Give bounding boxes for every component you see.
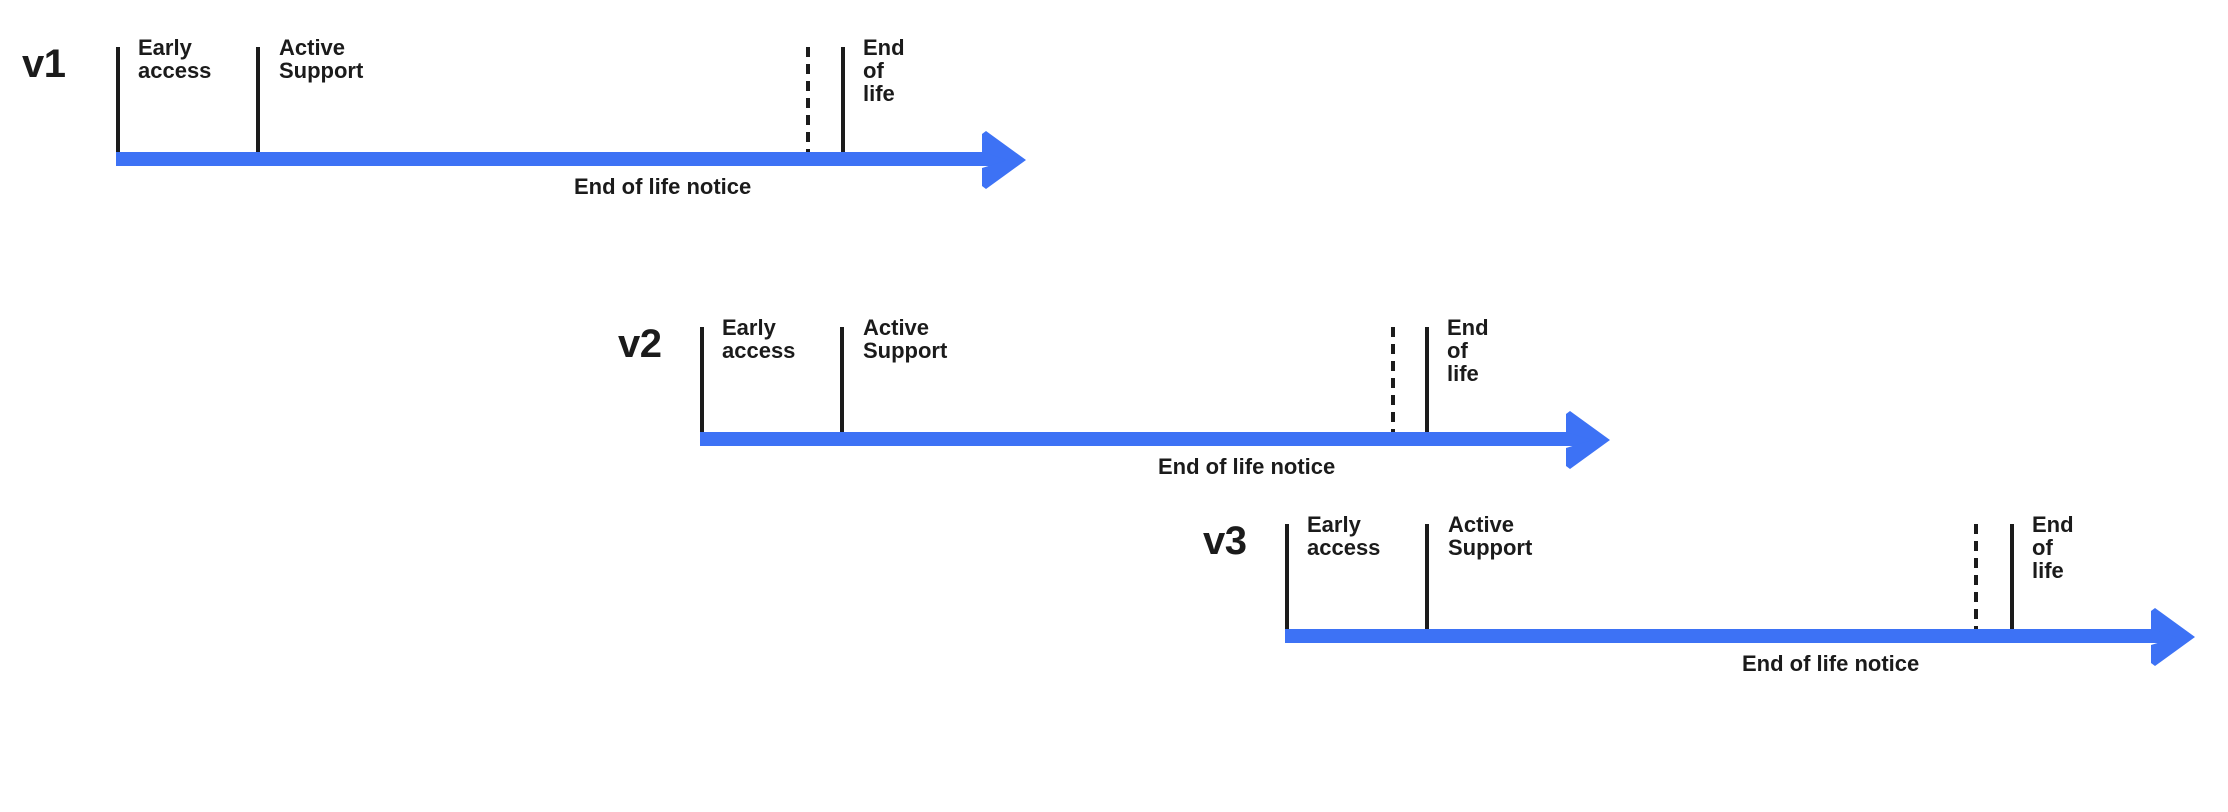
- phase-label-active-support-v2: Active Support: [863, 315, 948, 363]
- phase-label-end-of-life-v3: End of life: [2032, 512, 2074, 583]
- phase-divider-end-of-life-v2: [1425, 327, 1429, 432]
- phase-divider-start-v1: [116, 47, 120, 152]
- notice-label-v3: End of life notice: [1742, 651, 1920, 676]
- timeline-arrow-head-v2: [1562, 411, 1610, 469]
- phase-divider-start-v2: [700, 327, 704, 432]
- end-of-life-notice-marker-v3: [1974, 524, 1978, 629]
- version-label-v1: v1: [22, 42, 66, 86]
- timeline-arrow-head-v1: [978, 131, 1026, 189]
- phase-divider-end-of-life-v3: [2010, 524, 2014, 629]
- version-label-v3: v3: [1203, 519, 1247, 563]
- phase-divider-end-of-life-v1: [841, 47, 845, 152]
- phase-label-early-access-v1: Early access: [138, 35, 212, 83]
- notice-label-v1: End of life notice: [574, 174, 752, 199]
- version-label-v2: v2: [618, 322, 662, 366]
- phase-divider-active-support-v2: [840, 327, 844, 432]
- notice-label-v2: End of life notice: [1158, 454, 1336, 479]
- phase-label-early-access-v3: Early access: [1307, 512, 1381, 560]
- end-of-life-notice-marker-v2: [1391, 327, 1395, 432]
- phase-label-end-of-life-v2: End of life: [1447, 315, 1489, 386]
- timeline-bar-v2: [700, 432, 1598, 446]
- timeline-arrow-head-v3: [2147, 608, 2195, 666]
- phase-divider-active-support-v3: [1425, 524, 1429, 629]
- phase-label-active-support-v3: Active Support: [1448, 512, 1533, 560]
- phase-divider-start-v3: [1285, 524, 1289, 629]
- end-of-life-notice-marker-v1: [806, 47, 810, 152]
- timeline-bar-v3: [1285, 629, 2183, 643]
- phase-label-end-of-life-v1: End of life: [863, 35, 905, 106]
- timeline-bar-v1: [116, 152, 1014, 166]
- phase-label-active-support-v1: Active Support: [279, 35, 364, 83]
- phase-divider-active-support-v1: [256, 47, 260, 152]
- phase-label-early-access-v2: Early access: [722, 315, 796, 363]
